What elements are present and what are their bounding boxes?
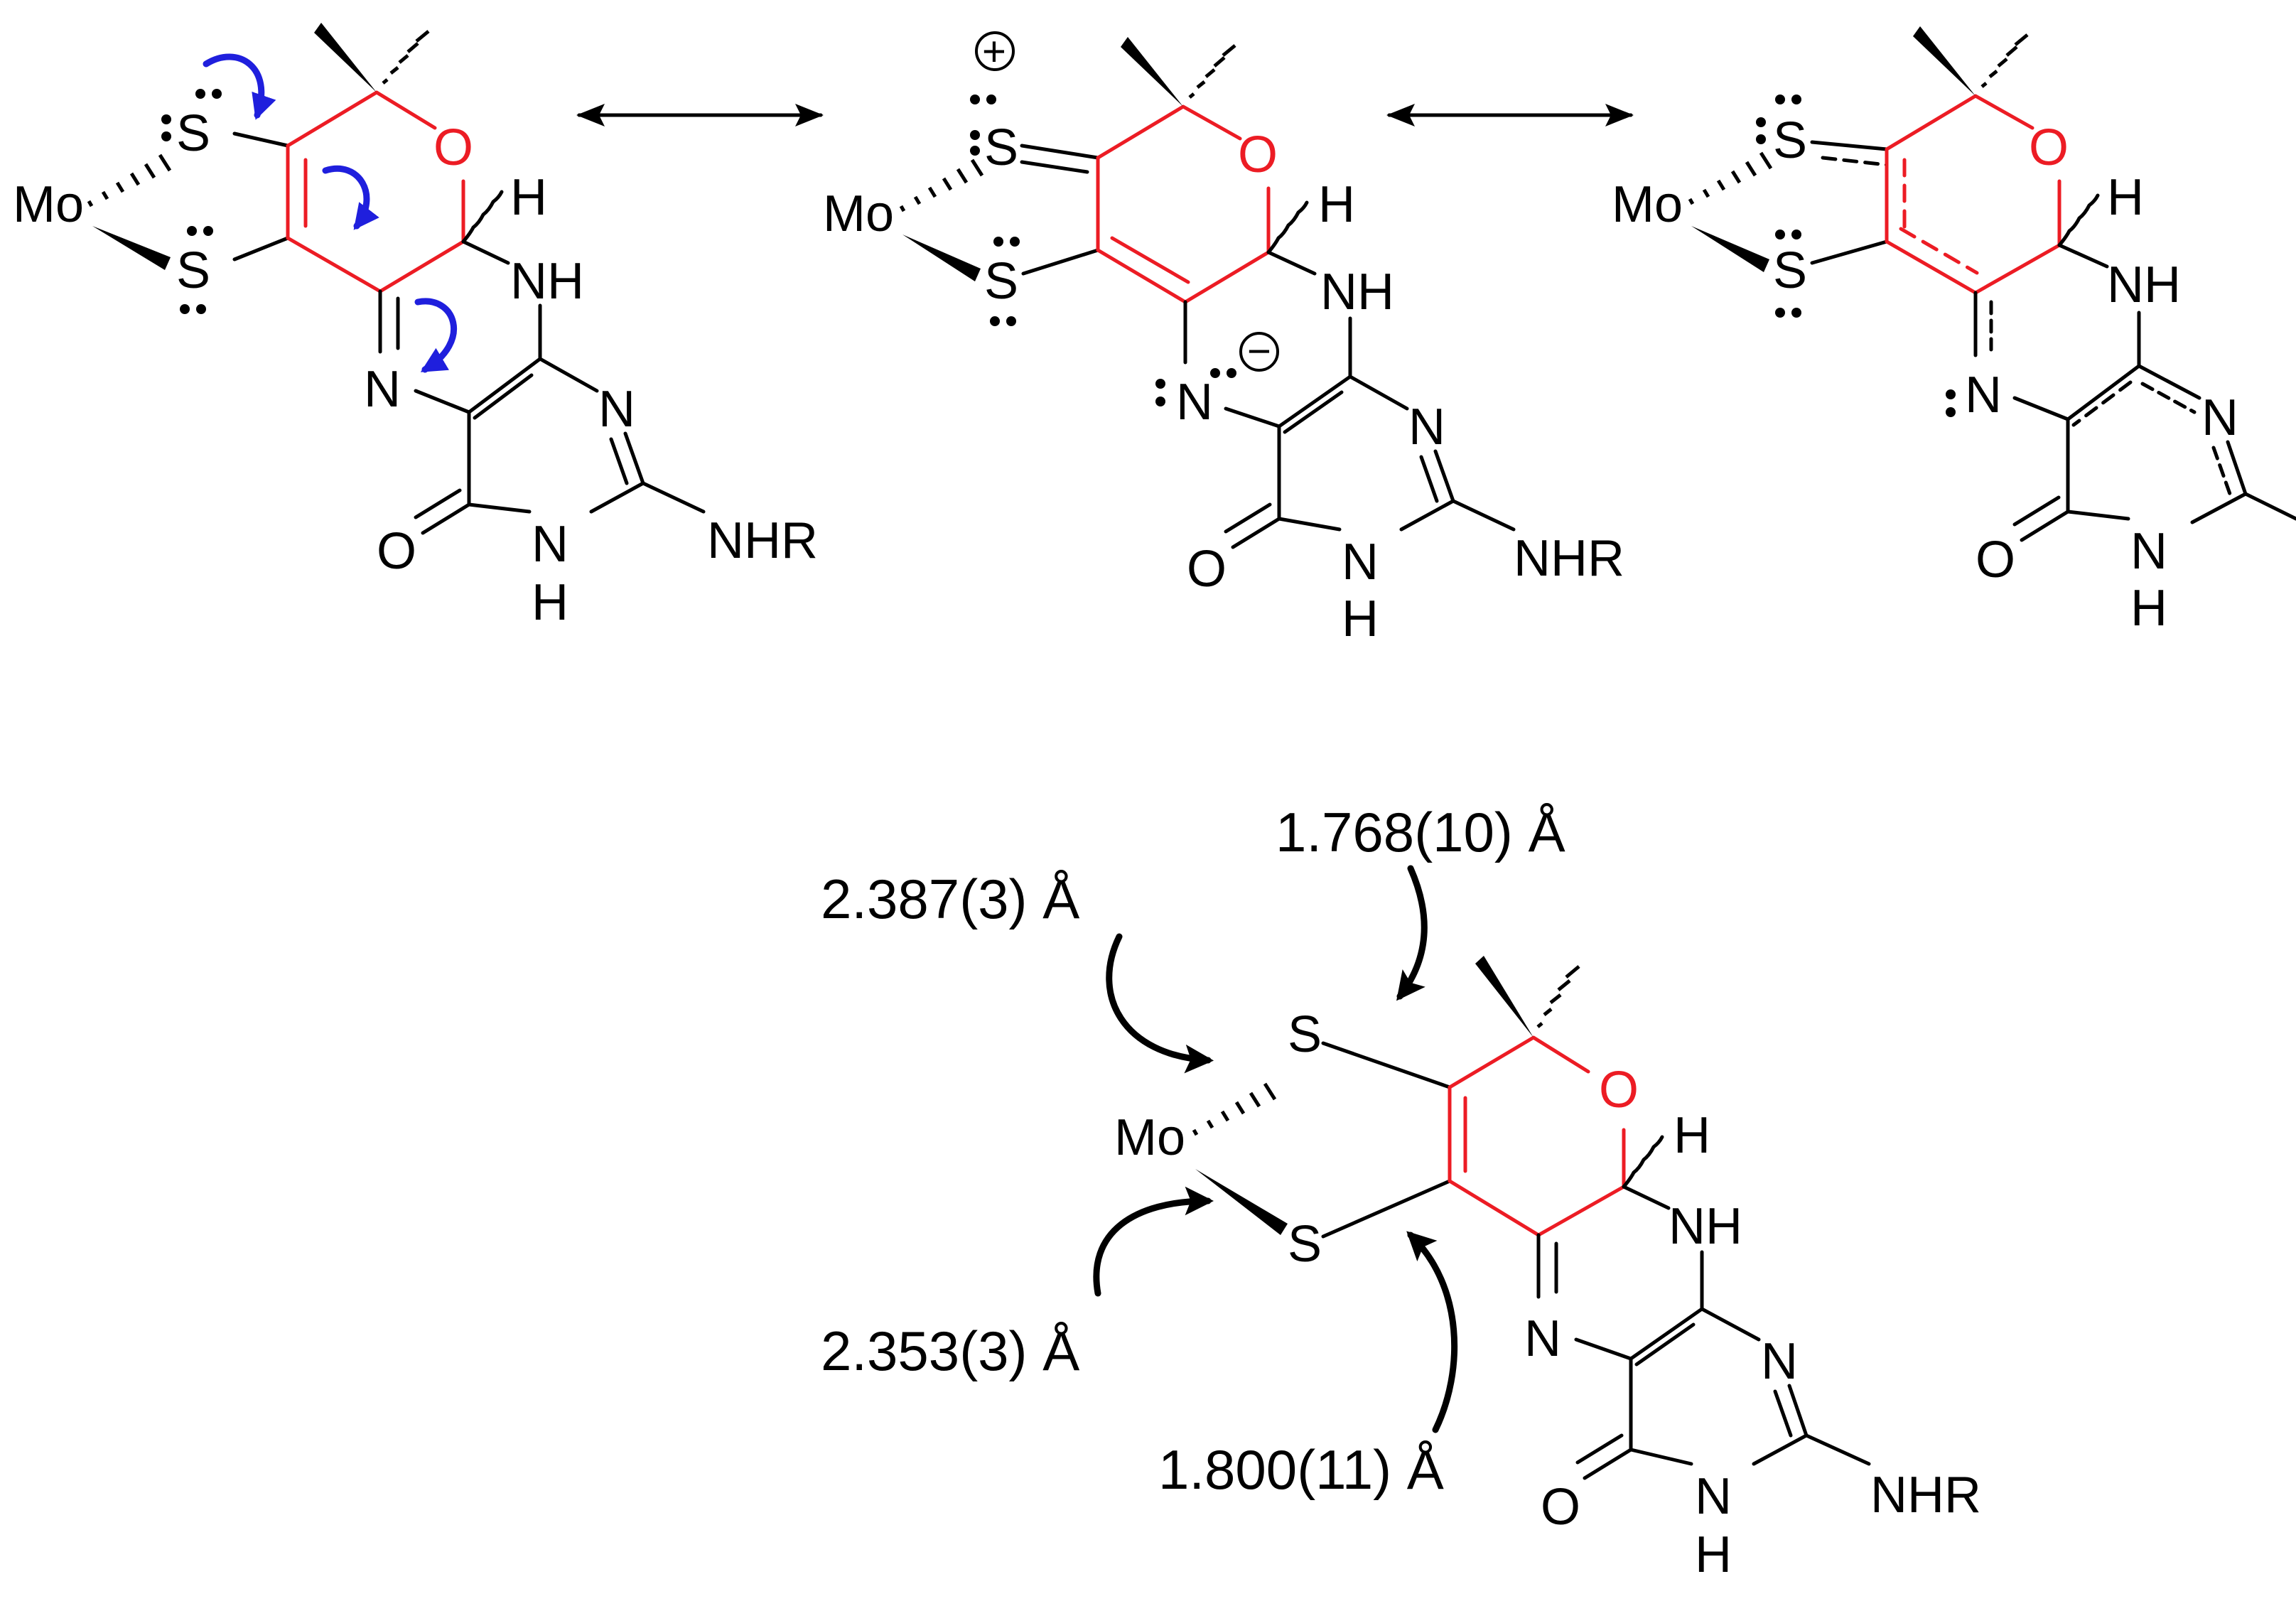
hydrogen-label: H: [1318, 176, 1355, 233]
n3-label: N: [1695, 1468, 1732, 1525]
n3-h-label: H: [2130, 580, 2167, 637]
bond-length-mo-s-top: 2.387(3) Å: [821, 868, 1079, 930]
pointer-arrow-mo-s-top: [1106, 933, 1214, 1074]
n1-label: N: [1408, 399, 1445, 456]
sulfur-bottom-label: S: [1288, 1216, 1322, 1273]
pointer-arrow-c-s-bottom: [1406, 1231, 1458, 1433]
bond-length-c-s-top: 1.768(10) Å: [1276, 801, 1565, 863]
n5-label: N: [364, 361, 401, 418]
nhr-label: NHR: [707, 512, 818, 569]
carbonyl-oxygen-label: O: [1976, 532, 2015, 588]
structure-1: Mo S S O: [13, 23, 818, 631]
hashed-bond: [87, 153, 172, 208]
sulfur-top-label: S: [984, 119, 1018, 176]
n8-label: NH: [1320, 264, 1394, 320]
n1-label: N: [598, 381, 635, 438]
push-arrow-2: [322, 165, 379, 230]
sulfur-bottom-label: S: [1773, 242, 1807, 299]
mo-label: Mo: [1612, 176, 1683, 233]
mo-label: Mo: [823, 185, 894, 242]
carbonyl-oxygen-label: O: [1541, 1479, 1580, 1536]
n5-label: N: [1176, 374, 1213, 431]
structure-2: Mo S + S O H: [823, 28, 1624, 647]
n3-label: N: [2130, 523, 2167, 580]
ring-oxygen-label: O: [433, 119, 473, 176]
mo-label: Mo: [13, 176, 84, 233]
hydrogen-label: H: [2107, 169, 2144, 226]
sulfur-top-label: S: [1288, 1006, 1322, 1063]
bond-length-c-s-bottom: 1.800(11) Å: [1158, 1438, 1444, 1501]
mo-label: Mo: [1114, 1109, 1185, 1166]
n1-label: N: [2201, 389, 2238, 446]
push-arrow-1: [203, 53, 276, 120]
wedge-methyl: [314, 23, 377, 92]
carbonyl-oxygen-label: O: [1187, 541, 1227, 598]
n3-h-label: H: [532, 574, 568, 631]
negative-charge: −: [1247, 328, 1271, 374]
ring-oxygen-label: O: [1238, 126, 1278, 183]
sulfur-bottom-label: S: [984, 253, 1018, 310]
n8-label: NH: [510, 253, 584, 310]
sulfur-bottom-label: S: [176, 242, 210, 299]
n5-label: N: [1524, 1310, 1561, 1367]
n5-label: N: [1965, 367, 2002, 424]
pointer-arrow-mo-s-bottom: [1093, 1186, 1214, 1297]
wedge-bond: [92, 226, 171, 270]
structure-3: Mo S S O H N: [1612, 26, 2296, 637]
n3-label: N: [532, 516, 568, 573]
nhr-label: NHR: [1870, 1467, 1981, 1524]
ring-oxygen-label: O: [2029, 119, 2069, 176]
push-arrow-3: [414, 298, 457, 373]
nhr-label: NHR: [1514, 530, 1624, 587]
n1-label: N: [1761, 1333, 1798, 1390]
ring-oxygen-label: O: [1599, 1062, 1639, 1119]
pointer-arrow-c-s-top: [1396, 865, 1428, 1001]
n8-label: NH: [1669, 1198, 1742, 1255]
bond-length-mo-s-bottom: 2.353(3) Å: [821, 1320, 1079, 1382]
n3-h-label: H: [1695, 1526, 1732, 1583]
n3-h-label: H: [1342, 591, 1379, 647]
n3-label: N: [1342, 534, 1379, 591]
carbonyl-oxygen-label: O: [377, 523, 416, 580]
structure-4-crystal: Mo S S O H N NH: [821, 801, 1981, 1583]
hydrogen-label: H: [510, 169, 547, 226]
positive-charge: +: [982, 28, 1006, 75]
n8-label: NH: [2107, 257, 2181, 313]
hydrogen-label: H: [1674, 1107, 1710, 1164]
sulfur-top-label: S: [176, 105, 210, 162]
sulfur-top-label: S: [1773, 112, 1807, 169]
